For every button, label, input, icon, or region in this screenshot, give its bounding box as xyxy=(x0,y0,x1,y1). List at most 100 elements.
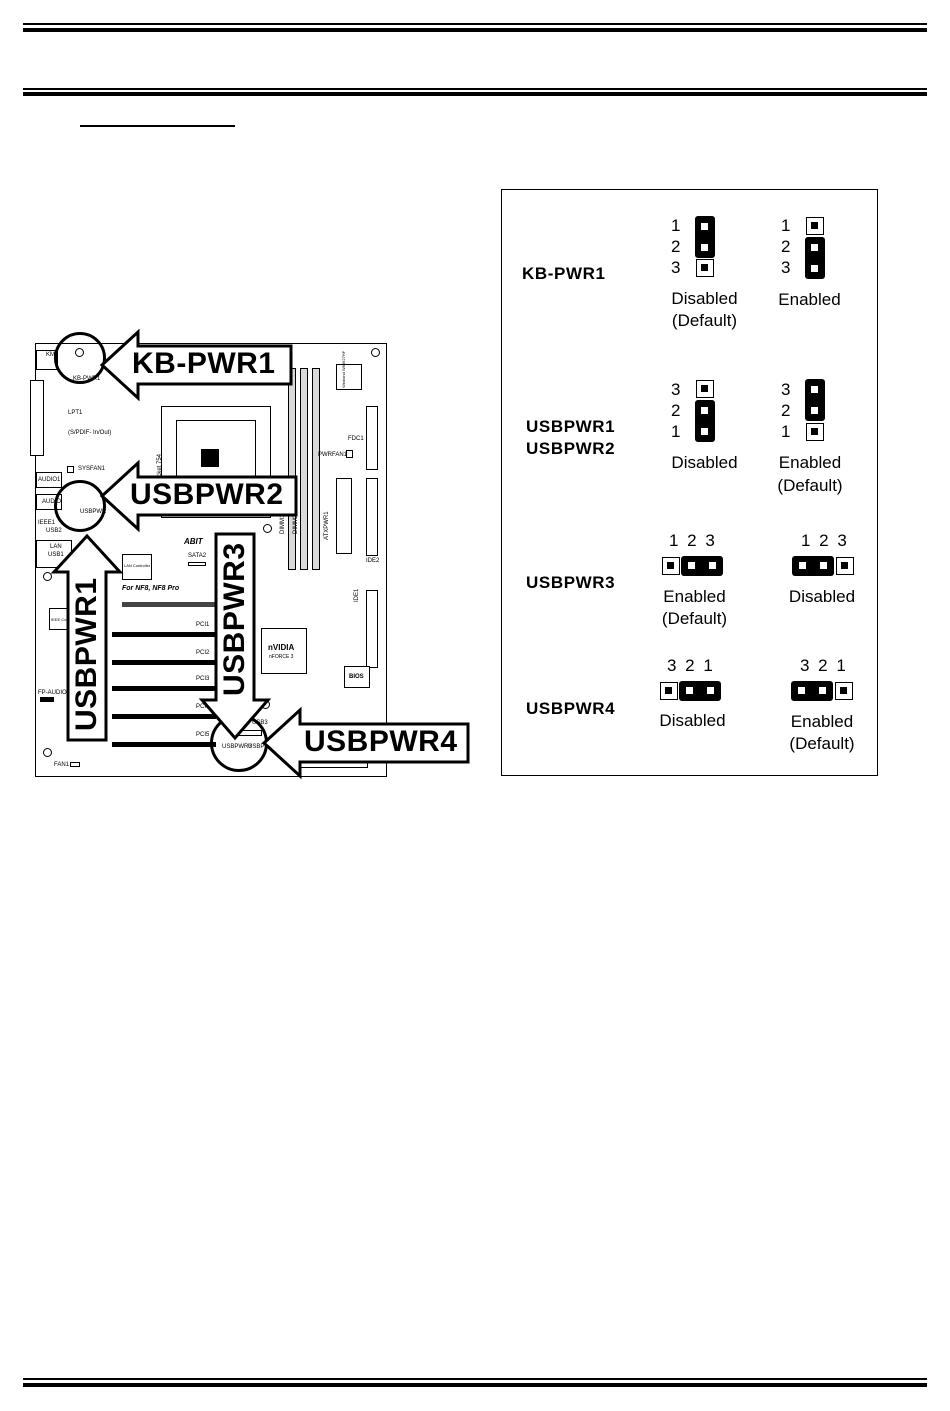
kbpwr1-right-caption-1: Enabled xyxy=(778,290,841,309)
agp-slot xyxy=(122,602,216,607)
nforce-label: nFORCE 3 xyxy=(269,654,294,660)
mounting-hole xyxy=(43,572,52,581)
usbpwr3-left-caption-2: (Default) xyxy=(661,609,728,628)
kbpwr1-callout-arrow xyxy=(99,328,293,402)
fdc-label: FDC1 xyxy=(348,436,364,442)
kbpwr1-left-pin-3: 3 xyxy=(671,258,681,277)
usbpwr12-left-pin-2: 2 xyxy=(671,401,681,420)
footer-rule-thick xyxy=(23,1383,927,1387)
dimm-slot-3 xyxy=(312,368,320,570)
usbpwr12-right-jumper-cap xyxy=(805,379,825,421)
kbpwr1-name: KB-PWR1 xyxy=(522,264,606,283)
kbpwr1-callout-text: KB-PWR1 xyxy=(132,347,276,380)
atx-power xyxy=(336,478,352,554)
section-heading-underline xyxy=(80,125,235,127)
lpt-port xyxy=(30,380,44,456)
brand-logo: ABIT xyxy=(184,537,203,546)
fp-audio-header xyxy=(40,697,54,702)
footer-rule-thin xyxy=(23,1378,927,1380)
usbpwr12-right-pin-1-open xyxy=(806,423,824,441)
usbpwr4-callout-arrow xyxy=(261,706,470,780)
mounting-hole xyxy=(43,748,52,757)
usbpwr12-right-pin-1: 1 xyxy=(781,422,791,441)
fdc-connector xyxy=(366,406,378,470)
usbpwr3-right-pins: 1 2 3 xyxy=(801,531,847,550)
kbpwr1-right-jumper-cap xyxy=(805,237,825,279)
usbpwr12-right-caption-2: (Default) xyxy=(777,476,843,495)
usbpwr12-right-pin-3: 3 xyxy=(781,380,791,399)
usbpwr12-right-caption-1: Enabled xyxy=(778,453,842,472)
pci4-label: PCI4 xyxy=(196,704,210,710)
kbpwr1-highlight-ring xyxy=(54,332,106,384)
usbpwr3-name: USBPWR3 xyxy=(526,573,616,592)
pci-slot-1 xyxy=(112,632,216,637)
mounting-hole xyxy=(371,348,380,357)
sata-connector xyxy=(188,562,206,566)
ide2-label: IDE2 xyxy=(366,558,380,564)
usbpwr3-right-caption-1: Disabled xyxy=(788,587,856,606)
chipset xyxy=(261,628,307,674)
pci-slot-4 xyxy=(112,714,216,719)
usbpwr2-name: USBPWR2 xyxy=(526,439,616,458)
usbpwr4-right-caption-2: (Default) xyxy=(789,734,855,753)
usbpwr2-callout: USBPWR2 xyxy=(99,459,300,533)
lan-ctrl-label: LAN Controller xyxy=(124,563,151,568)
ide2-connector xyxy=(366,478,378,556)
dimm-slot-2 xyxy=(300,368,308,570)
for-nf8-label: For NF8, NF8 Pro xyxy=(122,585,180,592)
audio1-port xyxy=(36,472,62,488)
kbpwr1-right-pin-1: 1 xyxy=(781,216,791,235)
usbpwr12-left-pin-3-open xyxy=(696,380,714,398)
kbpwr1-left-caption-2: (Default) xyxy=(671,311,738,330)
usb2-label: USB2 xyxy=(46,528,62,534)
usbpwr3-left-jumper-cap xyxy=(681,556,723,576)
usbpwr3-left-caption-1: Enabled xyxy=(663,587,726,606)
usbpwr1-callout-arrow xyxy=(50,533,124,742)
fan1-header xyxy=(70,762,80,767)
usbpwr12-left-caption-1: Disabled xyxy=(671,453,738,472)
mounting-hole xyxy=(263,524,272,533)
pci2-label: PCI2 xyxy=(196,650,210,656)
header-rule-top-thin xyxy=(23,23,927,25)
header-rule-top-thick xyxy=(23,28,927,32)
usbpwr4-left-pin-3-open xyxy=(660,682,678,700)
usbpwr12-left-pin-3: 3 xyxy=(671,380,681,399)
bios-label: BIOS xyxy=(349,674,364,680)
kbpwr1-left-caption-1: Disabled xyxy=(671,289,738,308)
usbpwr2-callout-arrow xyxy=(99,459,298,533)
winbond-label: Winbond W83627HF xyxy=(341,350,346,388)
audio1-label: AUDIO1 xyxy=(38,477,61,483)
usbpwr4-right-caption-1: Enabled xyxy=(790,712,854,731)
kbpwr1-callout: KB-PWR1 xyxy=(99,328,295,402)
sysfan-label: SYSFAN1 xyxy=(78,466,106,472)
pwrfan-header xyxy=(346,450,353,458)
fp-audio-label: FP-AUDIO1 xyxy=(38,690,71,696)
audio2-label: AUDIO xyxy=(42,499,62,505)
usbpwr1-callout-text: USBPWR1 xyxy=(70,577,103,731)
usbpwr3-left-pins: 1 2 3 xyxy=(669,531,715,550)
usbpwr4-left-caption-1: Disabled xyxy=(659,711,726,730)
usbpwr12-left-jumper-cap xyxy=(695,400,715,442)
usbpwr3-callout: USBPWR3 xyxy=(198,532,272,742)
sata-label: SATA2 xyxy=(188,553,207,559)
kbpwr1-left-pin-3-open xyxy=(696,259,714,277)
usbpwr4-name: USBPWR4 xyxy=(526,699,616,718)
usbpwr4-right-pin-1-open xyxy=(835,682,853,700)
usbpwr4-left-pins: 3 2 1 xyxy=(667,656,713,675)
usbpwr3-right-pin-3-open xyxy=(836,557,854,575)
kbpwr1-right-pin-2: 2 xyxy=(781,237,791,256)
usbpwr4-callout: USBPWR4 xyxy=(261,706,472,780)
pci3-label: PCI3 xyxy=(196,676,210,682)
cpu-socket-core xyxy=(201,449,219,467)
usbpwr2-callout-text: USBPWR2 xyxy=(130,478,284,511)
kbpwr1-left-pin-2: 2 xyxy=(671,237,681,256)
usbpwr2-highlight-ring xyxy=(54,480,106,532)
pci1-label: PCI1 xyxy=(196,622,210,628)
spdif-label: (S/PDIF- In/Out) xyxy=(68,430,112,436)
usbpwr1-name: USBPWR1 xyxy=(526,417,616,436)
usbpwr4-right-pins: 3 2 1 xyxy=(800,656,846,675)
usbpwr1-callout: USBPWR1 xyxy=(50,533,124,744)
kbpwr1-left-jumper-cap xyxy=(695,216,715,258)
pci5-label: PCI5 xyxy=(196,732,210,738)
kbpwr1-left-pin-1: 1 xyxy=(671,216,681,235)
